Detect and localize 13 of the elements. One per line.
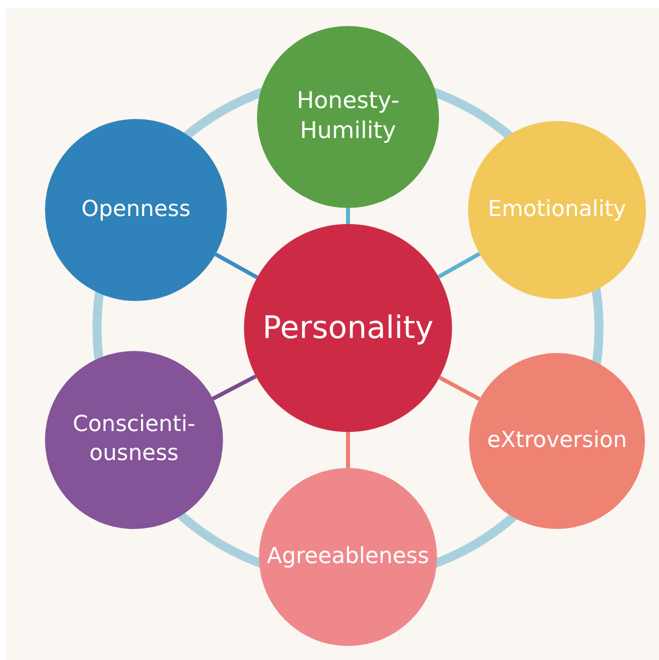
node-label: Emotionality (486, 196, 628, 224)
connector-line (438, 252, 480, 279)
connector-line (214, 252, 258, 280)
node-label: Personality (262, 308, 434, 348)
node-label: Honesty-Humility (296, 87, 400, 146)
connector-line (212, 374, 257, 400)
connector-line (438, 376, 481, 401)
node-label: Agreeableness (266, 542, 430, 571)
node-label: Conscienti-ousness (72, 411, 196, 468)
connector-line (346, 208, 350, 224)
node-label: Openness (80, 196, 192, 224)
connector-line (346, 432, 350, 468)
node-label: eXtroversion (486, 426, 628, 455)
